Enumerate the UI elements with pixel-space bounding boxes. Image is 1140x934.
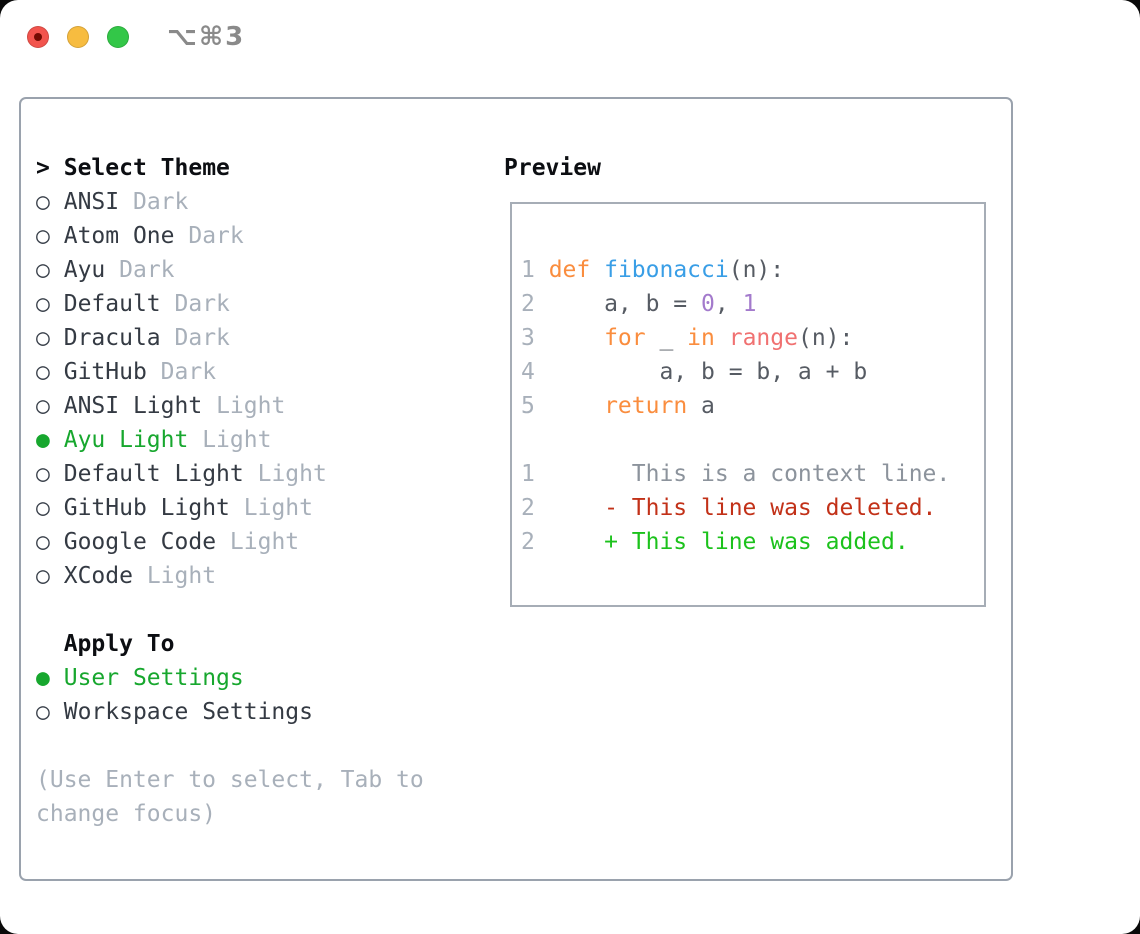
theme-variant: Dark — [174, 291, 230, 317]
theme-option-atom-one[interactable]: ○ Atom One Dark — [36, 219, 466, 253]
line-number: 2 — [521, 529, 535, 555]
zoom-button[interactable] — [107, 26, 129, 48]
radio-icon: ○ — [36, 461, 50, 487]
radio-selected-icon: ● — [36, 427, 50, 453]
theme-picker: > Select Theme ○ ANSI Dark○ Atom One Dar… — [36, 151, 466, 831]
spacer — [36, 729, 466, 763]
theme-variant: Dark — [174, 325, 230, 351]
theme-variant: Light — [202, 427, 272, 453]
close-dot-icon — [34, 33, 42, 41]
radio-icon: ○ — [36, 291, 50, 317]
select-theme-header: > Select Theme — [36, 151, 466, 185]
apply-option-label: Workspace Settings — [63, 699, 313, 725]
apply-to-list: ● User Settings○ Workspace Settings — [36, 661, 466, 729]
apply-to-header: Apply To — [36, 627, 466, 661]
theme-variant: Dark — [132, 189, 189, 215]
line-number: 4 — [521, 359, 535, 385]
radio-icon: ○ — [36, 393, 50, 419]
traffic-lights — [27, 26, 129, 48]
theme-option-default-light[interactable]: ○ Default Light Light — [36, 457, 466, 491]
apply-option-label: User Settings — [63, 665, 244, 691]
theme-name: Default Light — [63, 461, 244, 487]
theme-name: GitHub — [63, 359, 147, 385]
theme-variant: Light — [243, 495, 313, 521]
theme-list: ○ ANSI Dark○ Atom One Dark○ Ayu Dark○ De… — [36, 185, 466, 593]
close-button[interactable] — [27, 26, 49, 48]
spacer — [36, 593, 466, 627]
theme-name: Ayu — [63, 257, 106, 283]
diff-line-added: 2 + This line was added. — [521, 525, 950, 559]
line-number: 3 — [521, 325, 535, 351]
radio-icon: ○ — [36, 563, 50, 589]
window-titlebar: ⌥⌘3 — [0, 0, 1140, 72]
line-number: 2 — [521, 291, 535, 317]
theme-name: GitHub Light — [63, 495, 230, 521]
select-theme-label: Select Theme — [63, 155, 230, 181]
code-line-2: 2 a, b = 0, 1 — [521, 287, 950, 321]
theme-name: Dracula — [63, 325, 161, 351]
theme-variant: Dark — [188, 223, 244, 249]
line-number: 2 — [521, 495, 535, 521]
apply-option-user-settings[interactable]: ● User Settings — [36, 661, 466, 695]
theme-option-google-code[interactable]: ○ Google Code Light — [36, 525, 466, 559]
theme-name: XCode — [63, 563, 133, 589]
theme-variant: Light — [229, 529, 300, 555]
radio-icon: ○ — [36, 257, 50, 283]
code-line-3: 3 for _ in range(n): — [521, 321, 950, 355]
line-number: 5 — [521, 393, 535, 419]
radio-selected-icon: ● — [36, 665, 50, 691]
theme-option-ayu-light[interactable]: ● Ayu Light Light — [36, 423, 466, 457]
theme-name: Google Code — [63, 529, 217, 555]
theme-name: Ayu Light — [63, 427, 189, 453]
keyboard-hint: (Use Enter to select, Tab to change focu… — [36, 767, 438, 827]
line-number: 1 — [521, 257, 535, 283]
theme-variant: Light — [216, 393, 286, 419]
diff-line-deleted: 2 - This line was deleted. — [521, 491, 950, 525]
theme-option-default[interactable]: ○ Default Dark — [36, 287, 466, 321]
theme-variant: Light — [146, 563, 217, 589]
window-title: ⌥⌘3 — [167, 22, 246, 52]
radio-icon: ○ — [36, 495, 50, 521]
theme-variant: Dark — [119, 257, 175, 283]
theme-name: Atom One — [63, 223, 175, 249]
prompt-caret-icon: > — [36, 155, 50, 181]
minimize-button[interactable] — [67, 26, 89, 48]
theme-option-github[interactable]: ○ GitHub Dark — [36, 355, 466, 389]
code-line-5: 5 return a — [521, 389, 950, 423]
theme-variant: Dark — [160, 359, 217, 385]
radio-icon: ○ — [36, 699, 50, 725]
preview-header: Preview — [504, 155, 601, 181]
theme-option-ayu[interactable]: ○ Ayu Dark — [36, 253, 466, 287]
diff-line-context: 1 This is a context line. — [521, 457, 950, 491]
theme-option-xcode[interactable]: ○ XCode Light — [36, 559, 466, 593]
theme-option-ansi-light[interactable]: ○ ANSI Light Light — [36, 389, 466, 423]
apply-option-workspace-settings[interactable]: ○ Workspace Settings — [36, 695, 466, 729]
theme-picker-panel: > Select Theme ○ ANSI Dark○ Atom One Dar… — [19, 97, 1013, 881]
radio-icon: ○ — [36, 359, 50, 385]
theme-name: ANSI Light — [63, 393, 203, 419]
theme-name: ANSI — [63, 189, 120, 215]
theme-variant: Light — [257, 461, 327, 487]
radio-icon: ○ — [36, 325, 50, 351]
line-number: 1 — [521, 461, 535, 487]
radio-icon: ○ — [36, 529, 50, 555]
code-line-4: 4 a, b = b, a + b — [521, 355, 950, 389]
radio-icon: ○ — [36, 189, 50, 215]
radio-icon: ○ — [36, 223, 50, 249]
theme-option-dracula[interactable]: ○ Dracula Dark — [36, 321, 466, 355]
apply-to-label: Apply To — [63, 631, 175, 657]
theme-option-github-light[interactable]: ○ GitHub Light Light — [36, 491, 466, 525]
theme-option-ansi[interactable]: ○ ANSI Dark — [36, 185, 466, 219]
theme-name: Default — [63, 291, 161, 317]
